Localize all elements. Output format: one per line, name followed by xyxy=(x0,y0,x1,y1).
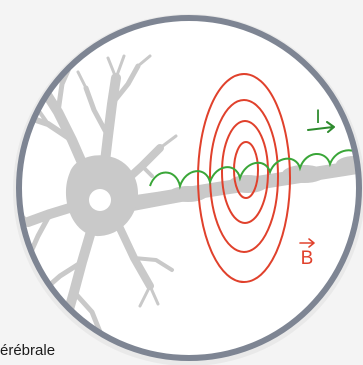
current-label: I xyxy=(315,107,320,128)
neuron-nucleus xyxy=(89,189,111,211)
field-label-group: B xyxy=(300,239,314,269)
caption-fragment: érébrale xyxy=(0,341,120,361)
field-label: B xyxy=(301,248,314,269)
